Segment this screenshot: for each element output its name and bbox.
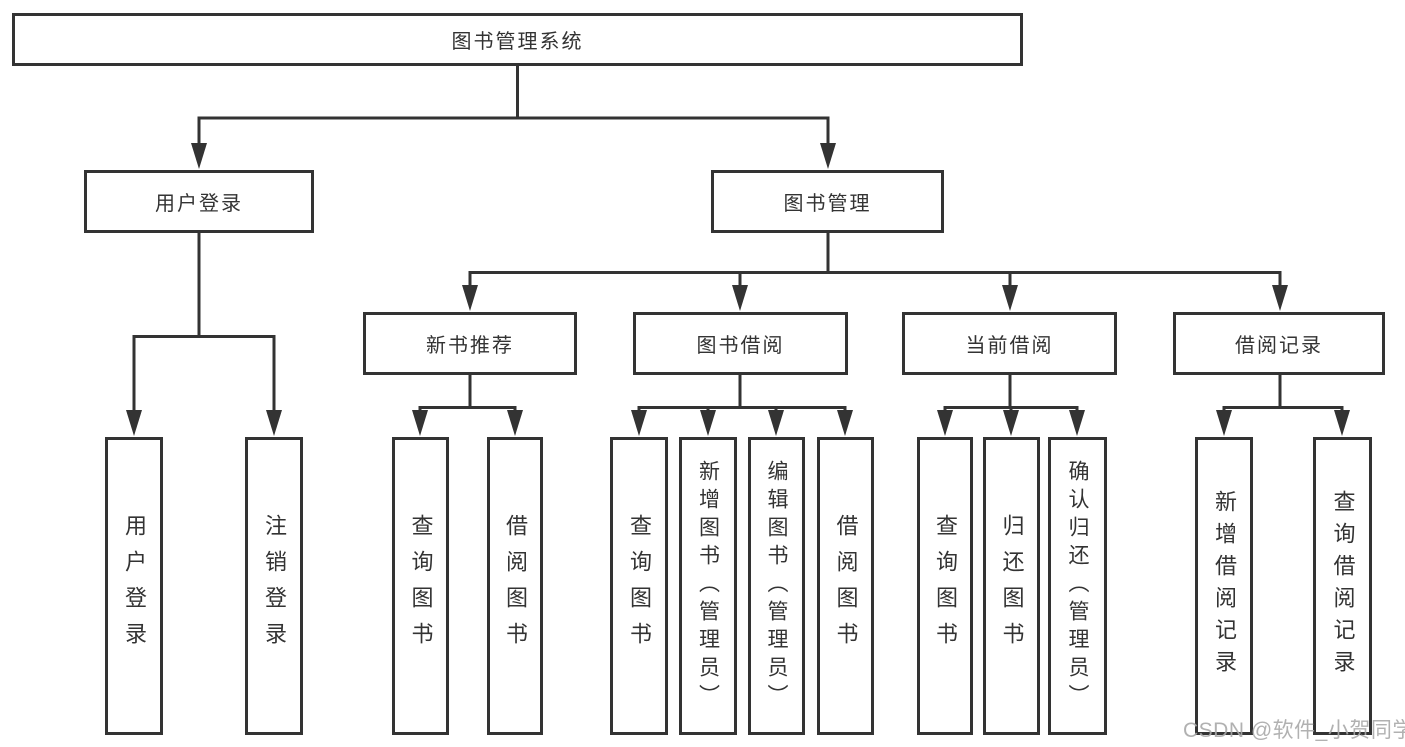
arrowhead-icon — [837, 410, 853, 436]
leaf-edit-books-admin: 编辑图书（管理员） — [748, 437, 805, 735]
arrowhead-icon — [126, 410, 142, 436]
leaf-borrow-books-recommend: 借阅图书 — [487, 437, 543, 735]
arrowhead-icon — [191, 143, 207, 169]
leaf-query-books-recommend: 查询图书 — [392, 437, 449, 735]
node-book-borrow: 图书借阅 — [633, 312, 848, 375]
arrowhead-icon — [507, 410, 523, 436]
arrowhead-icon — [631, 410, 647, 436]
csdn-watermark: CSDN @软件_小贺同学 — [1183, 719, 1405, 742]
arrowhead-icon — [1334, 410, 1350, 436]
leaf-query-books-current: 查询图书 — [917, 437, 973, 735]
leaf-user-login: 用户登录 — [105, 437, 163, 735]
arrowhead-icon — [412, 410, 428, 436]
arrowhead-icon — [1272, 285, 1288, 311]
arrowhead-icon — [937, 410, 953, 436]
node-user-login: 用户登录 — [84, 170, 314, 233]
leaf-add-borrow-record: 新增借阅记录 — [1195, 437, 1253, 735]
arrowhead-icon — [768, 410, 784, 436]
arrowhead-icon — [1003, 410, 1019, 436]
node-borrow-records: 借阅记录 — [1173, 312, 1385, 375]
arrowhead-icon — [1216, 410, 1232, 436]
arrowhead-icon — [266, 410, 282, 436]
arrowhead-icon — [700, 410, 716, 436]
arrowhead-icon — [732, 285, 748, 311]
node-book-management: 图书管理 — [711, 170, 944, 233]
leaf-query-borrow-record: 查询借阅记录 — [1313, 437, 1372, 735]
leaf-return-books: 归还图书 — [983, 437, 1040, 735]
arrowhead-icon — [1002, 285, 1018, 311]
leaf-logout: 注销登录 — [245, 437, 303, 735]
arrowhead-icon — [820, 143, 836, 169]
leaf-borrow-books: 借阅图书 — [817, 437, 874, 735]
root-node-library-system: 图书管理系统 — [12, 13, 1023, 66]
arrowhead-icon — [1069, 410, 1085, 436]
node-current-borrow: 当前借阅 — [902, 312, 1117, 375]
arrowhead-group — [126, 143, 1350, 436]
leaf-add-books-admin: 新增图书（管理员） — [679, 437, 737, 735]
arrowhead-icon — [462, 285, 478, 311]
node-new-book-recommend: 新书推荐 — [363, 312, 577, 375]
leaf-query-books-borrow: 查询图书 — [610, 437, 668, 735]
leaf-confirm-return-admin: 确认归还（管理员） — [1048, 437, 1107, 735]
